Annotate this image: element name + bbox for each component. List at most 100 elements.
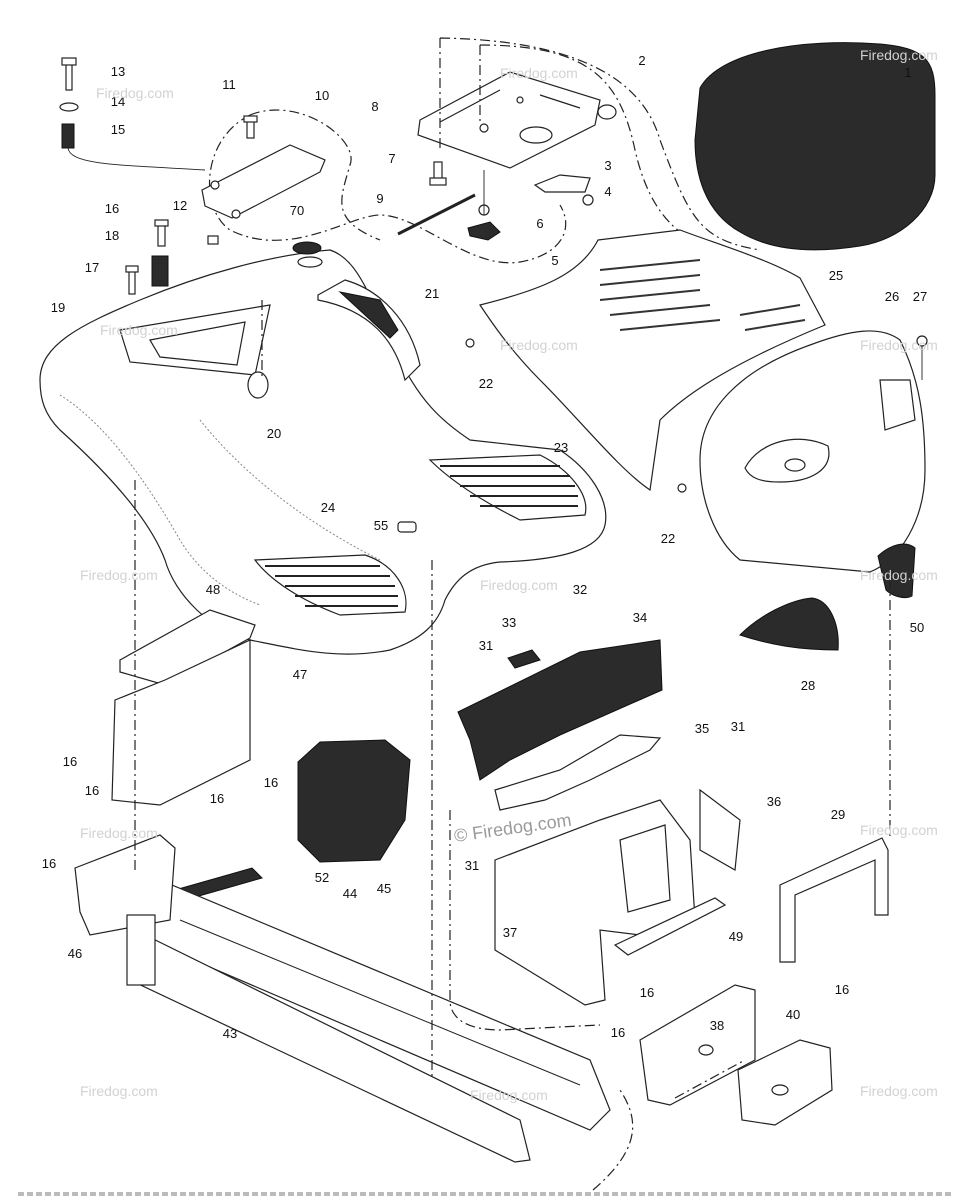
bolt-part-27[interactable] [916,335,928,380]
callout-27: 27 [913,289,927,304]
nut-part-12[interactable] [207,235,219,245]
bracket-part-10[interactable] [201,144,326,219]
callout-20: 20 [267,426,281,441]
footpad-part-23[interactable] [428,454,587,521]
callout-46: 46 [68,946,82,961]
callout-34: 34 [633,610,647,625]
knob-part-2[interactable] [597,104,617,120]
callout-3: 3 [604,158,611,173]
callout-31: 31 [465,858,479,873]
fender-part-19[interactable] [39,249,607,655]
callout-28: 28 [801,678,815,693]
callout-22: 22 [479,376,493,391]
plate-part-36[interactable] [699,788,741,871]
panel-part-47[interactable] [111,639,251,806]
battery-part-45[interactable] [297,739,411,863]
watermark-text: Firedog.com [860,822,938,838]
callout-32: 32 [573,582,587,597]
panel-part-48[interactable] [119,609,256,686]
clip-part-33[interactable] [507,649,541,669]
bolt-part-11[interactable] [243,115,258,139]
callout-19: 19 [51,300,65,315]
callout-50: 50 [910,620,924,635]
callout-55: 55 [374,518,388,533]
bolt-part-16-upper[interactable] [154,219,169,247]
callout-43: 43 [223,1026,237,1041]
callout-16: 16 [63,754,77,769]
callout-16: 16 [85,783,99,798]
knob-part-20[interactable] [247,371,269,399]
hood-part-25[interactable] [479,229,826,492]
bracket-part-35[interactable] [494,734,662,811]
watermark-text: Firedog.com [80,567,158,583]
bolt-part-7[interactable] [429,161,447,186]
washer-part-14[interactable] [59,102,79,112]
spring-part-15[interactable] [61,123,206,171]
callout-47: 47 [293,667,307,682]
bracket-part-29[interactable] [779,837,889,963]
fuel-cap-part-70[interactable] [292,241,323,268]
callout-6: 6 [536,216,543,231]
watermark-text: Firedog.com [500,65,578,81]
callout-9: 9 [376,191,383,206]
plate-part-38[interactable] [639,984,756,1106]
bolt-part-4[interactable] [582,194,594,206]
watermark-text: Firedog.com [80,825,158,841]
callout-12: 12 [173,198,187,213]
rod-part-9[interactable] [397,193,476,236]
callout-49: 49 [729,929,743,944]
callout-11: 11 [222,77,236,92]
callout-36: 36 [767,794,781,809]
callout-35: 35 [695,721,709,736]
seat-pan-part-8[interactable] [417,71,601,169]
callout-16: 16 [611,1025,625,1040]
grille-part-26[interactable] [699,330,926,573]
spring-part-18[interactable] [151,255,169,287]
callout-16: 16 [210,791,224,806]
console-part-34[interactable] [457,639,663,781]
watermark-text: Firedog.com [860,1083,938,1099]
callout-16: 16 [105,201,119,216]
page-bottom-rule [18,1192,953,1196]
bolt-part-13[interactable] [61,57,77,91]
callout-22: 22 [661,531,675,546]
watermark-text: Firedog.com [470,1087,548,1103]
lens-part-50[interactable] [877,543,916,599]
pin-part-55[interactable] [397,521,417,533]
callout-29: 29 [831,807,845,822]
watermark-text: Firedog.com [860,337,938,353]
callout-2: 2 [638,53,645,68]
lens-part-28[interactable] [739,597,839,651]
shift-panel-part-21[interactable] [317,279,421,382]
callout-18: 18 [105,228,119,243]
screw-part-22-lower[interactable] [677,483,687,493]
watermark-text: Firedog.com [100,322,178,338]
bracket-part-3[interactable] [533,174,591,193]
plate-part-40[interactable] [737,1039,833,1126]
callout-16: 16 [264,775,278,790]
callout-16: 16 [835,982,849,997]
seat-part-1[interactable] [694,42,936,251]
callout-52: 52 [315,870,329,885]
watermark-text: Firedog.com [96,85,174,101]
rail-part-49[interactable] [613,897,727,956]
callout-1: 1 [904,65,911,80]
housing-part-37[interactable] [494,799,696,1006]
callout-44: 44 [343,886,357,901]
callout-16: 16 [640,985,654,1000]
watermark-text: Firedog.com [860,47,938,63]
callout-38: 38 [710,1018,724,1033]
callout-5: 5 [551,253,558,268]
footpad-part-24[interactable] [253,554,407,616]
screw-part-22-upper[interactable] [465,338,475,348]
frame-part-44[interactable] [179,919,581,1086]
callout-40: 40 [786,1007,800,1022]
bracket-part-46[interactable] [74,834,176,986]
callout-48: 48 [206,582,220,597]
bolt-part-17[interactable] [125,265,139,295]
knob-part-5[interactable] [467,170,501,241]
watermark-text: Firedog.com [80,1083,158,1099]
callout-8: 8 [371,99,378,114]
watermark-text: Firedog.com [500,337,578,353]
